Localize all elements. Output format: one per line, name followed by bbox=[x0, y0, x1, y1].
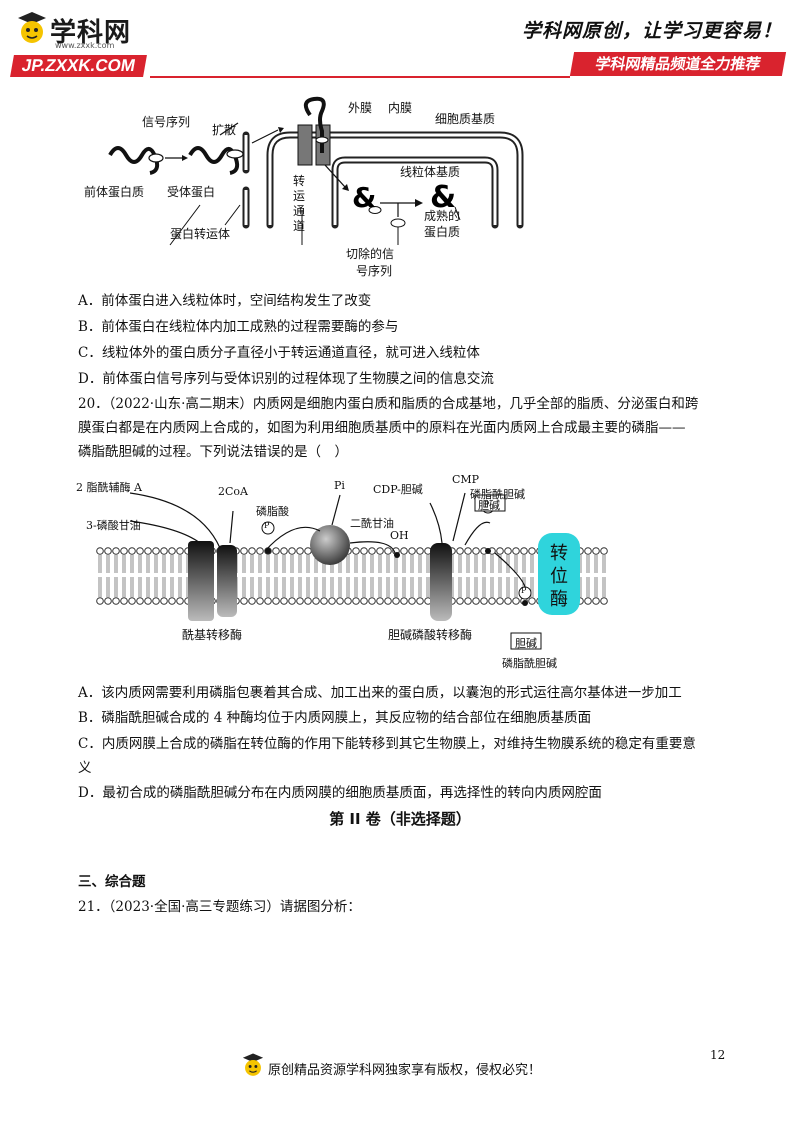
label-p-2: P bbox=[484, 500, 490, 509]
logo-url: www.zxxk.com bbox=[55, 41, 115, 50]
label-cmp: CMP bbox=[452, 473, 480, 486]
q20-option-a: A．该内质网需要利用磷脂包裹着其合成、加工出来的蛋白质，以囊泡的形式运往高尔基体… bbox=[78, 685, 682, 701]
label-pa: 磷脂酸 bbox=[256, 505, 289, 518]
label-cut-1: 切除的信 bbox=[346, 247, 395, 261]
amp-glyph-1: & bbox=[352, 181, 376, 214]
q20-stem-line1: 20．（2022·山东·高二期末）内质网是细胞内蛋白质和脂质的合成基地，几乎全部… bbox=[78, 396, 699, 412]
label-mature-1: 成熟的 bbox=[424, 209, 461, 223]
label-channel-2: 运 bbox=[293, 189, 306, 203]
slogan: 学科网原创，让学习更容易！ bbox=[521, 20, 782, 42]
label-pc-bottom: 磷脂酰胆碱 bbox=[502, 657, 557, 670]
label-transporter: 蛋白转运体 bbox=[170, 227, 231, 241]
section3-title: 三、综合题 bbox=[78, 874, 146, 890]
q21-stem: 21．（2023·全国·高三专题练习）请据图分析： bbox=[78, 899, 361, 915]
label-precursor: 前体蛋白质 bbox=[84, 185, 145, 199]
q20-option-c-line1: C．内质网膜上合成的磷脂在转位酶的作用下能转移到其它生物膜上，对维持生物膜系统的… bbox=[78, 736, 696, 752]
q20-option-d: D．最初合成的磷脂酰胆碱分布在内质网膜的细胞质基质面，再选择性的转向内质网腔面 bbox=[78, 785, 602, 801]
pc-synthesis-diagram bbox=[96, 492, 608, 650]
q19-option-d: D．前体蛋白信号序列与受体识别的过程体现了生物膜之间的信息交流 bbox=[78, 371, 494, 387]
label-acyltransferase: 酰基转移酶 bbox=[182, 628, 243, 642]
label-p-1: P bbox=[264, 521, 270, 530]
label-acyl-coa: 2 脂酰辅酶 A bbox=[76, 481, 142, 494]
label-outer-membrane: 外膜 bbox=[348, 101, 373, 115]
label-p-3: P bbox=[521, 586, 527, 595]
footer-mascot-icon bbox=[242, 1053, 264, 1076]
label-inner-membrane: 内膜 bbox=[388, 101, 413, 115]
label-pi: Pi bbox=[334, 479, 345, 492]
label-flip-1: 转 bbox=[550, 543, 568, 564]
q20-option-b: B．磷脂酰胆碱合成的 4 种酶均位于内质网膜上，其反应物的结合部位在细胞质基质面 bbox=[78, 710, 592, 726]
q19-option-a: A．前体蛋白进入线粒体时，空间结构发生了改变 bbox=[78, 293, 372, 309]
q19-option-c: C．线粒体外的蛋白质分子直径小于转运通道直径，就可进入线粒体 bbox=[78, 345, 480, 361]
logo-text: 学科网 bbox=[50, 18, 132, 48]
label-g3p: 3-磷酸甘油 bbox=[86, 519, 141, 532]
label-flip-3: 酶 bbox=[550, 589, 568, 610]
figure-mito-import: & & 信号序列 扩散 外膜 内膜 细胞质基质 线粒体基质 前体蛋白质 受体蛋白… bbox=[70, 95, 530, 285]
q19-option-b: B．前体蛋白在线粒体内加工成熟的过程需要酶的参与 bbox=[78, 319, 399, 335]
label-oh: OH bbox=[390, 529, 409, 542]
q20-option-c-line2: 义 bbox=[78, 760, 92, 776]
label-choline-top: 胆碱 bbox=[478, 499, 500, 512]
recommend-badge: 学科网精品频道全力推荐 bbox=[569, 52, 787, 76]
label-channel-3: 通 bbox=[293, 204, 306, 218]
label-channel-4: 道 bbox=[293, 219, 306, 233]
label-choline-bottom: 胆碱 bbox=[515, 637, 537, 650]
mascot-logo-icon bbox=[18, 12, 46, 43]
label-pc-top: 磷脂酰胆碱 bbox=[470, 488, 525, 501]
mito-import-diagram: & & bbox=[108, 96, 524, 246]
label-choline-pt: 胆碱磷酸转移酶 bbox=[388, 628, 473, 642]
label-mito-matrix: 线粒体基质 bbox=[400, 165, 461, 179]
label-mature-2: 蛋白质 bbox=[424, 225, 461, 239]
label-flip-2: 位 bbox=[550, 566, 568, 587]
label-receptor: 受体蛋白 bbox=[167, 185, 216, 199]
label-coa: 2CoA bbox=[218, 485, 248, 498]
label-dag: 二酰甘油 bbox=[350, 517, 394, 530]
figure-pc-synthesis: 2 脂酰辅酶 A 2CoA 磷脂酸 Pi CDP-胆碱 CMP 磷脂酰胆碱 胆碱… bbox=[70, 473, 610, 673]
header-rule bbox=[150, 76, 570, 78]
header: 学科网 www.zxxk.com JP.ZXXK.COM 学科网原创，让学习更容… bbox=[0, 0, 800, 80]
label-diffuse: 扩散 bbox=[212, 123, 237, 137]
label-cytoplasm-matrix: 细胞质基质 bbox=[435, 112, 496, 126]
part2-title: 第 II 卷（非选择题） bbox=[329, 810, 471, 828]
amp-glyph-2: & bbox=[430, 180, 456, 215]
label-signal-seq: 信号序列 bbox=[142, 115, 191, 129]
page-number: 12 bbox=[710, 1048, 726, 1062]
label-channel-1: 转 bbox=[293, 174, 306, 188]
footer-copyright: 原创精品资源学科网独家享有版权，侵权必究！ bbox=[268, 1063, 542, 1078]
label-cdp: CDP-胆碱 bbox=[373, 483, 423, 496]
label-cut-2: 号序列 bbox=[356, 264, 393, 278]
site-badge[interactable]: JP.ZXXK.COM bbox=[10, 55, 147, 77]
q20-stem-line3: 磷脂酰胆碱的过程。下列说法错误的是（ ） bbox=[78, 444, 348, 460]
q20-stem-line2: 膜蛋白都是在内质网上合成的，如图为利用细胞质基质中的原料在光面内质网上合成最主要… bbox=[78, 420, 686, 436]
